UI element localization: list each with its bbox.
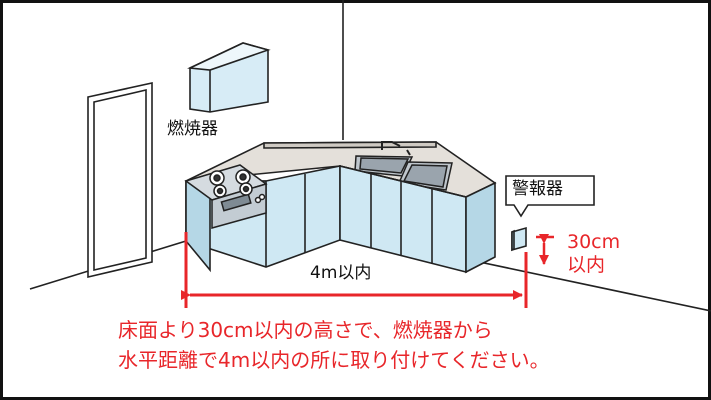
alarm-device	[505, 175, 595, 252]
stove	[184, 164, 268, 229]
right-cabinet-run	[339, 164, 496, 274]
instruction-line-1: 床面より30cm以内の高さで、燃焼器から	[118, 318, 493, 342]
distance-label: 4m以内	[310, 263, 372, 283]
burner-label: 燃焼器	[167, 119, 218, 139]
height-unit-label: 以内	[567, 254, 606, 276]
range-hood	[187, 42, 271, 113]
door	[87, 82, 153, 279]
alarm-label: 警報器	[512, 179, 563, 199]
instruction-line-2: 水平距離で4m以内の所に取り付けてください。	[118, 348, 550, 372]
measure-lines	[181, 232, 554, 308]
height-value-label: 30cm	[567, 231, 621, 253]
